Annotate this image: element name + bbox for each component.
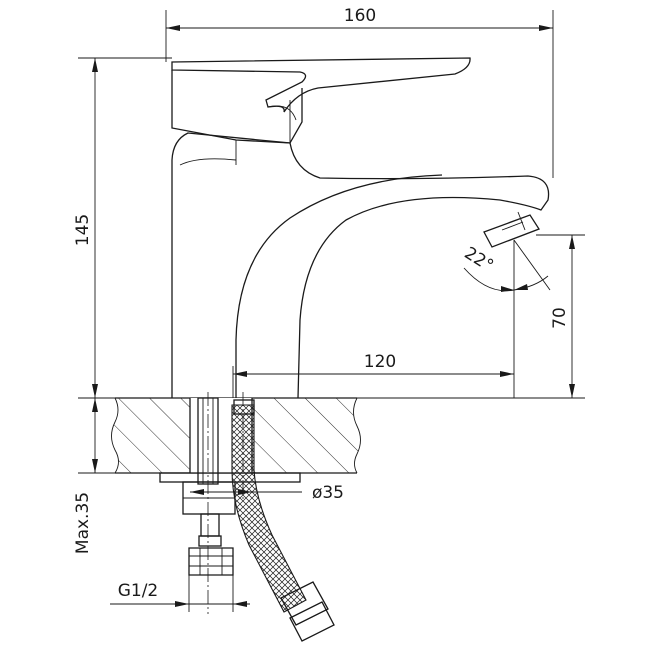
faucet-body	[171, 132, 550, 399]
dim-hole-diameter: ø35	[190, 483, 344, 503]
dim-spout-reach: 120	[232, 240, 515, 398]
spout-angle-label: 22°	[461, 243, 497, 276]
mounting-shank	[159, 397, 301, 537]
g12-connector	[188, 535, 234, 576]
dim-max-thickness: Max.35	[73, 398, 115, 554]
dim-overall-width: 160	[165, 6, 554, 178]
dim-spout-height: 70	[357, 234, 585, 399]
hole-diameter-label: ø35	[312, 483, 344, 503]
flexible-hose	[231, 399, 335, 642]
dim-spout-angle: 22°	[461, 239, 551, 292]
lever-handle	[171, 57, 471, 165]
connection-thread-label: G1/2	[118, 581, 159, 601]
spout-reach-label: 120	[364, 352, 396, 372]
overall-height-label: 145	[73, 214, 93, 246]
spout-height-label: 70	[550, 307, 570, 329]
dim-connection-thread: G1/2	[110, 575, 250, 612]
dim-overall-height: 145	[73, 57, 172, 399]
overall-width-label: 160	[344, 6, 376, 26]
max-thickness-label: Max.35	[73, 492, 93, 554]
